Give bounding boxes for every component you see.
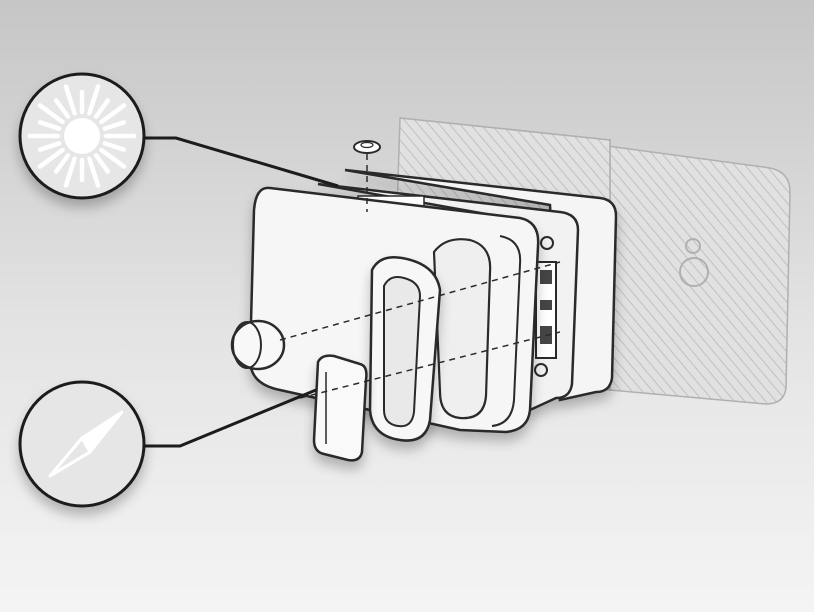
sun-ray — [37, 141, 62, 152]
side-button-knob — [230, 319, 286, 371]
sun-ray — [37, 120, 62, 131]
camera-ring-small — [685, 238, 701, 254]
camera-ring-large — [679, 257, 709, 287]
callout-compass — [18, 380, 146, 508]
screw-hole-bottom — [534, 363, 548, 377]
sun-ray — [102, 120, 127, 131]
sun-ray — [99, 103, 127, 125]
screw-hole-top — [540, 236, 554, 250]
sun-ray — [102, 141, 127, 152]
pcb-chip-1 — [540, 270, 552, 284]
sun-ray — [99, 147, 127, 169]
sun-ray — [93, 98, 111, 119]
compass-icon — [48, 410, 124, 478]
sun-ray — [87, 84, 101, 116]
sun-ray — [63, 156, 77, 188]
callout-light-sensor — [18, 72, 146, 200]
housing-slot — [432, 238, 492, 420]
alignment-lines — [279, 154, 561, 399]
sun-ray — [63, 84, 77, 116]
sun-ray — [53, 98, 71, 119]
sun-ray — [37, 103, 65, 125]
sun-ray — [53, 153, 71, 174]
top-lens-washer — [353, 140, 381, 154]
strap-loop — [368, 256, 442, 442]
sun-ray — [93, 153, 111, 174]
sun-core — [64, 118, 100, 154]
slide-clip — [312, 354, 368, 462]
sun-ray — [87, 156, 101, 188]
sun-burst-icon — [27, 84, 137, 188]
sun-ray — [37, 147, 65, 169]
leader-lines — [140, 136, 339, 448]
pcb-chip-2 — [540, 300, 552, 310]
